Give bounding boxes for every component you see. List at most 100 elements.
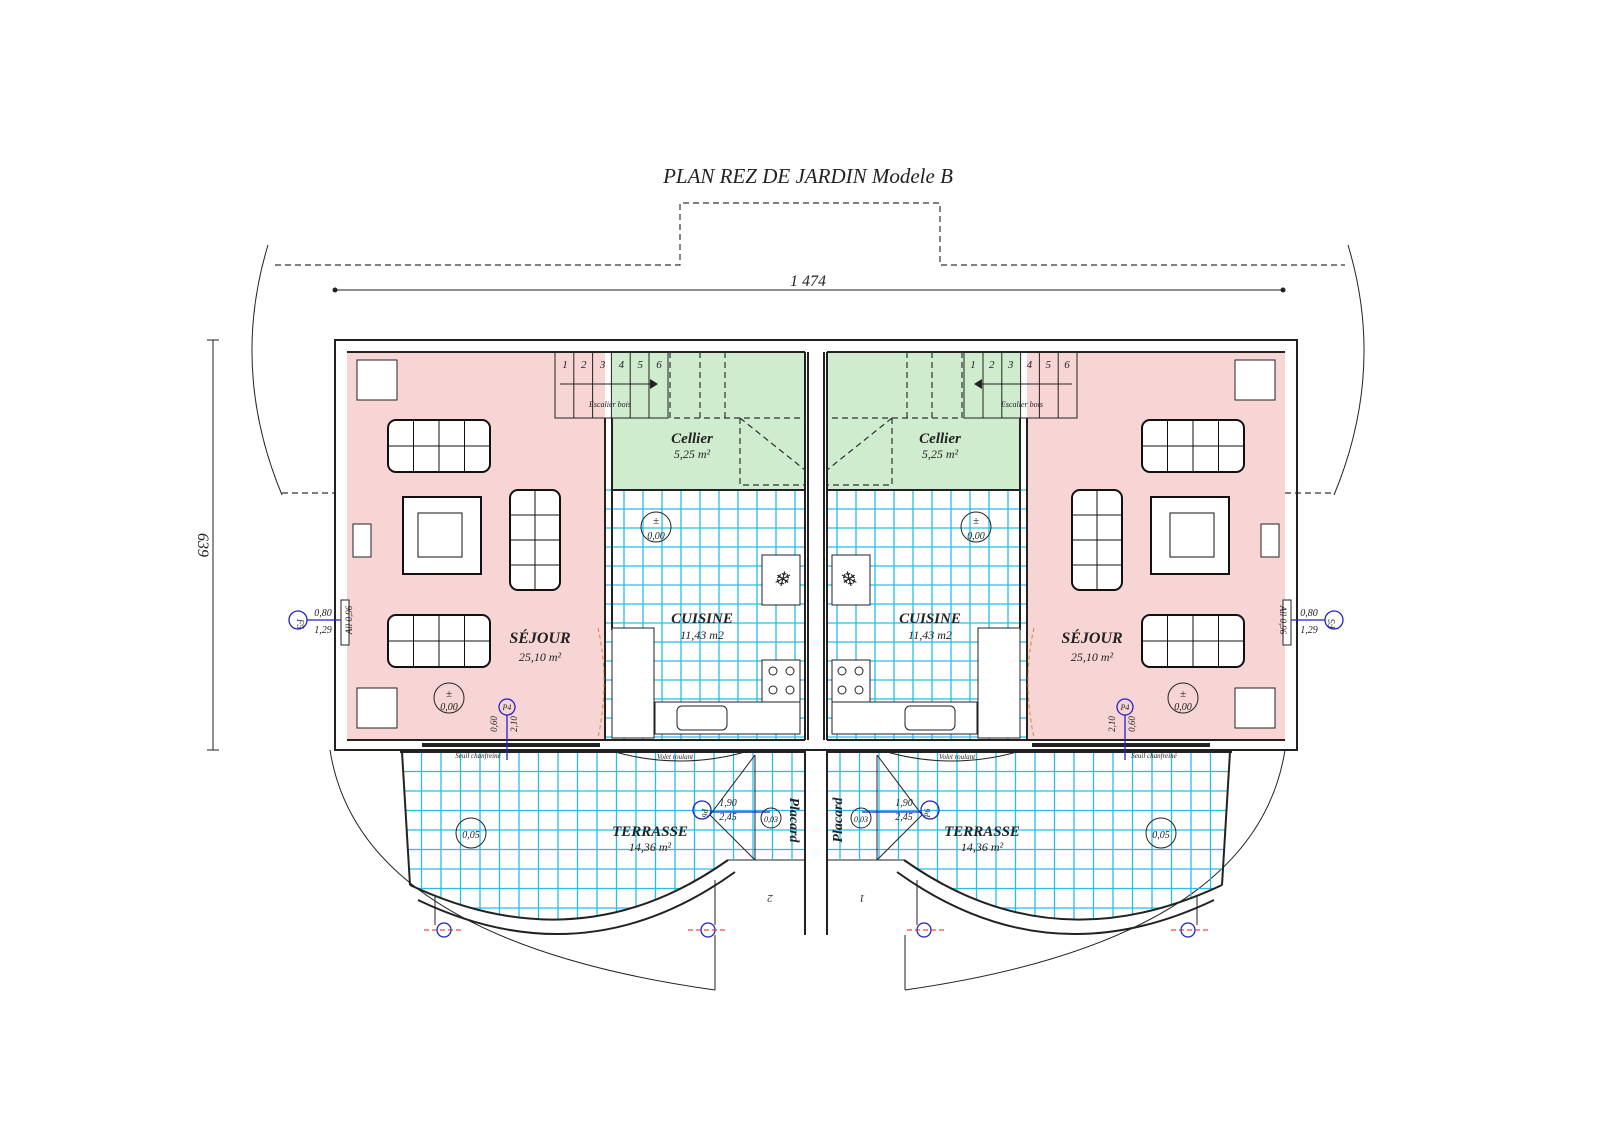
window-width: 0,80 (314, 608, 332, 619)
staircase (963, 351, 1078, 419)
tile-grid (402, 752, 805, 920)
planter (1234, 359, 1276, 401)
level-marker (760, 807, 782, 829)
room-name-placard: Placard (786, 797, 801, 843)
cabinet (611, 627, 655, 739)
stair-step-number: 6 (1064, 359, 1070, 371)
stair-step-number: 1 (562, 359, 568, 371)
planter (356, 359, 398, 401)
roller-shutter (614, 751, 746, 762)
door-swing (1027, 627, 1035, 739)
planter (356, 687, 398, 729)
garden-arc-left (251, 244, 283, 496)
stair-step-number: 2 (581, 359, 587, 371)
burner (785, 685, 795, 695)
level-marker (1167, 682, 1199, 714)
room-name-sejour: SÉJOUR (1061, 628, 1123, 647)
level-value: 0,03 (854, 815, 868, 824)
coffee-table-top (417, 512, 463, 558)
party-wall (804, 352, 809, 935)
armchair (352, 523, 372, 558)
fridge (761, 554, 801, 606)
window-f5[interactable] (1282, 599, 1292, 646)
planter (1234, 687, 1276, 729)
level-marker (433, 682, 465, 714)
cellier-floor (612, 352, 805, 490)
stair-step-number: 4 (1027, 359, 1033, 371)
burner (837, 666, 847, 676)
sofa (509, 489, 561, 591)
width-label: 1 474 (790, 273, 826, 290)
room-area-sejour: 25,10 m² (519, 650, 562, 664)
level-value: 0,05 (1152, 830, 1170, 841)
room-area-terrasse: 14,36 m² (629, 840, 672, 854)
stair-step-number: 3 (599, 359, 606, 371)
staircase (554, 351, 669, 419)
shutter-label: Volet roulant (657, 753, 694, 761)
window-sill: All 0,96 (344, 605, 354, 635)
svg-text:❄: ❄ (841, 569, 859, 591)
roller-shutter (886, 751, 1018, 762)
burner (854, 666, 864, 676)
sofa (387, 419, 491, 473)
unit-right: ❄ (823, 351, 1344, 938)
stair-step-number: 4 (619, 359, 625, 371)
sofa (1071, 489, 1123, 591)
stair-above-outline (826, 352, 963, 486)
plan-title: PLAN REZ DE JARDIN Modele B (662, 164, 953, 188)
window-tag-text: F5 (295, 618, 305, 629)
burner (768, 666, 778, 676)
level-marker (455, 817, 487, 849)
door-height: 2,10 (509, 716, 519, 732)
window-width: 0,80 (1300, 608, 1318, 619)
cellier-floor (827, 352, 1020, 490)
door-height: 2,45 (895, 812, 913, 823)
cooktop (761, 659, 801, 703)
depth-label: 639 (194, 533, 211, 557)
plus-minus-sign: ± (653, 515, 659, 527)
door-height: 2,10 (1107, 716, 1117, 732)
party-wall (823, 352, 828, 935)
stair-step-number: 5 (1045, 359, 1051, 371)
room-name-terrasse: TERRASSE (944, 824, 1020, 840)
window-tag-text: F5 (1327, 619, 1337, 630)
room-name-cuisine: CUISINE (899, 611, 961, 627)
level-marker (1145, 817, 1177, 849)
room-name-cellier: Cellier (919, 431, 961, 447)
door-width: 1,90 (719, 798, 737, 809)
room-name-cellier: Cellier (671, 431, 713, 447)
sill-label: Seuil chanfreiné (1131, 752, 1177, 760)
door-height: 2,45 (719, 812, 737, 823)
level-value: 0,00 (440, 702, 458, 713)
room-area-cuisine: 11,43 m2 (680, 628, 724, 642)
dimension-depth: 639 (194, 339, 219, 751)
room-name-placard: Placard (831, 796, 846, 842)
burner (854, 685, 864, 695)
level-value: 0,03 (764, 815, 778, 824)
door-width: 1,90 (895, 798, 913, 809)
room-name-sejour: SÉJOUR (509, 628, 571, 647)
window-sill: All 0,96 (1278, 605, 1288, 635)
small-tag: 1 (859, 892, 865, 904)
sofa (387, 614, 491, 668)
room-name-terrasse: TERRASSE (612, 824, 688, 840)
coffee-table-top (1169, 512, 1215, 558)
level-value: 0,00 (1174, 702, 1192, 713)
dimension-width: 1 474 (332, 273, 1286, 293)
stair-step-number: 5 (637, 359, 643, 371)
level-marker (850, 807, 872, 829)
window-f5[interactable] (340, 599, 350, 646)
door-tag-p6 (920, 800, 940, 820)
terrasse-curved-wall (409, 859, 736, 936)
sink (904, 705, 956, 731)
svg-text:❄: ❄ (773, 569, 791, 591)
level-marker (640, 511, 672, 543)
garden-edge (714, 935, 906, 990)
stairs-label: Escalier bois (588, 400, 631, 409)
level-value: 0,05 (462, 830, 480, 841)
window-height: 1,29 (1300, 625, 1318, 636)
stairs-label: Escalier bois (1000, 400, 1043, 409)
